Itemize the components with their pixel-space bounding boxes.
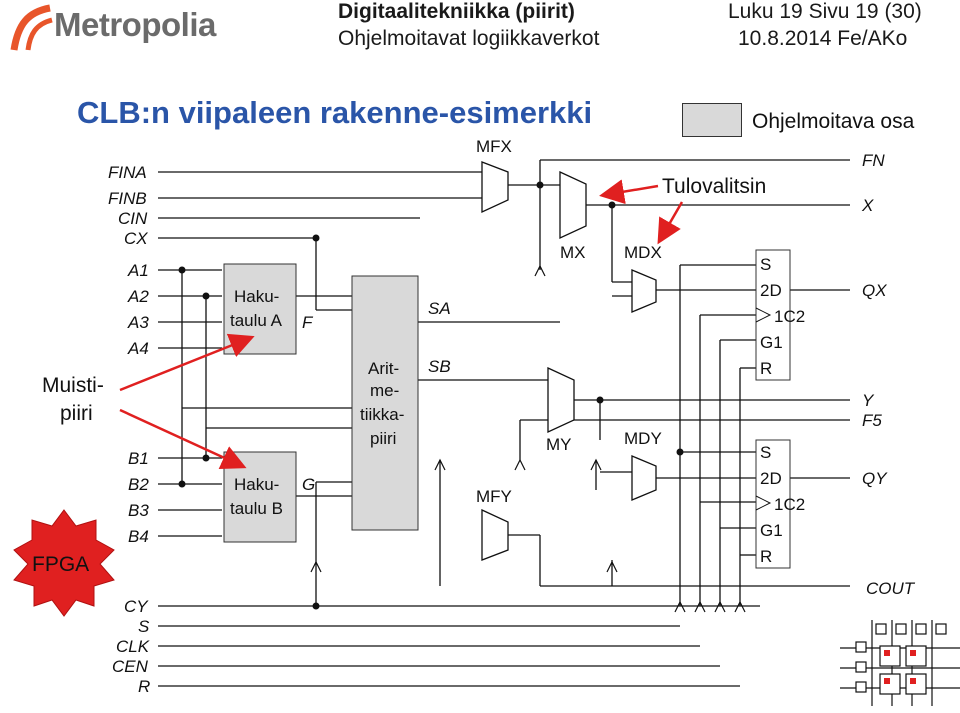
input-cin: CIN <box>118 209 148 228</box>
svg-text:2D: 2D <box>760 281 782 300</box>
svg-text:me-: me- <box>370 381 399 400</box>
output-qy: QY <box>862 469 888 488</box>
slide-title: CLB:n viipaleen rakenne-esimerkki <box>77 95 593 130</box>
svg-text:piiri: piiri <box>370 429 396 448</box>
lut-b-block <box>223 451 297 543</box>
svg-text:R: R <box>760 547 772 566</box>
svg-text:1C2: 1C2 <box>774 307 805 326</box>
mux-mx <box>559 170 587 240</box>
legend-swatch <box>682 103 742 137</box>
memory-arrow-a <box>119 333 255 392</box>
input-cen: CEN <box>112 657 149 676</box>
input-cy: CY <box>124 597 149 616</box>
topic-title: Ohjelmoitavat logiikkaverkot <box>338 27 600 50</box>
input-b4: B4 <box>128 527 149 546</box>
mux-mdy <box>631 455 657 501</box>
mux-mdx <box>631 269 657 313</box>
signal-labels: F G SA SB MFX MX MDX MFY MY MDY <box>302 137 662 506</box>
svg-text:G: G <box>302 475 315 494</box>
svg-text:G1: G1 <box>760 333 783 352</box>
svg-text:Haku-: Haku- <box>234 287 279 306</box>
svg-text:Haku-: Haku- <box>234 475 279 494</box>
mux-mfy <box>481 508 509 561</box>
flipflop-y <box>755 439 791 569</box>
svg-text:F: F <box>302 313 314 332</box>
junction-dots <box>178 181 684 610</box>
svg-text:MDY: MDY <box>624 429 662 448</box>
svg-text:FPGA: FPGA <box>32 553 89 576</box>
svg-text:taulu A: taulu A <box>230 311 283 330</box>
input-clk: CLK <box>116 637 150 656</box>
svg-text:MDX: MDX <box>624 243 662 262</box>
page-info: Luku 19 Sivu 19 (30) <box>728 0 922 23</box>
block-labels: Haku- taulu A Haku- taulu B Arit- me- ti… <box>230 255 805 566</box>
svg-text:MY: MY <box>546 435 572 454</box>
clock-marker-y <box>755 495 772 511</box>
output-labels: FN X QX Y F5 QY COUT <box>861 151 916 598</box>
svg-text:MX: MX <box>560 243 586 262</box>
svg-text:SA: SA <box>428 299 451 318</box>
output-f5: F5 <box>862 411 882 430</box>
output-y: Y <box>862 391 875 410</box>
svg-text:SB: SB <box>428 357 451 376</box>
input-r: R <box>138 677 150 696</box>
input-a2: A2 <box>127 287 149 306</box>
logo-text: Metropolia <box>54 6 216 43</box>
arithmetic-block <box>351 275 419 531</box>
mux-mfx <box>481 161 509 214</box>
svg-text:R: R <box>760 359 772 378</box>
output-cout: COUT <box>866 579 916 598</box>
date-info: 10.8.2014 Fe/AKo <box>738 27 908 50</box>
svg-text:1C2: 1C2 <box>774 495 805 514</box>
input-b2: B2 <box>128 475 149 494</box>
output-fn: FN <box>862 151 885 170</box>
selector-label: Tulovalitsin <box>662 175 766 198</box>
selector-arrow-2 <box>657 201 684 245</box>
input-a4: A4 <box>127 339 149 358</box>
fpga-badge: FPGA <box>13 509 115 617</box>
svg-text:MFX: MFX <box>476 137 512 156</box>
fpga-grid-icon <box>840 620 960 706</box>
input-fina: FINA <box>108 163 147 182</box>
logo-mark-icon <box>10 4 53 51</box>
svg-text:MFY: MFY <box>476 487 512 506</box>
memory-label-1: Muisti- <box>42 374 104 397</box>
input-a3: A3 <box>127 313 149 332</box>
flipflop-x <box>755 249 791 381</box>
input-finb: FINB <box>108 189 147 208</box>
input-b3: B3 <box>128 501 149 520</box>
wiring <box>158 159 850 687</box>
svg-text:tiikka-: tiikka- <box>360 405 404 424</box>
level-ticks <box>310 264 746 613</box>
svg-text:Arit-: Arit- <box>368 359 399 378</box>
memory-label-2: piiri <box>60 402 93 425</box>
svg-text:S: S <box>760 255 771 274</box>
output-qx: QX <box>862 281 887 300</box>
input-s: S <box>138 617 150 636</box>
selector-arrow-1 <box>599 179 659 205</box>
lut-a-block <box>223 263 297 355</box>
course-title: Digitaalitekniikka (piirit) <box>338 0 575 23</box>
svg-text:S: S <box>760 443 771 462</box>
mux-my <box>547 366 575 434</box>
input-cx: CX <box>124 229 148 248</box>
input-b1: B1 <box>128 449 149 468</box>
multiplexers <box>481 161 657 561</box>
svg-text:G1: G1 <box>760 521 783 540</box>
svg-text:taulu B: taulu B <box>230 499 283 518</box>
output-x: X <box>861 196 874 215</box>
memory-arrow-b <box>119 408 247 470</box>
input-labels: FINA FINB CIN CX A1 A2 A3 A4 B1 B2 B3 B4… <box>108 163 150 696</box>
input-a1: A1 <box>127 261 149 280</box>
svg-text:2D: 2D <box>760 469 782 488</box>
clock-marker-x <box>755 307 772 323</box>
legend-label: Ohjelmoitava osa <box>752 110 915 133</box>
